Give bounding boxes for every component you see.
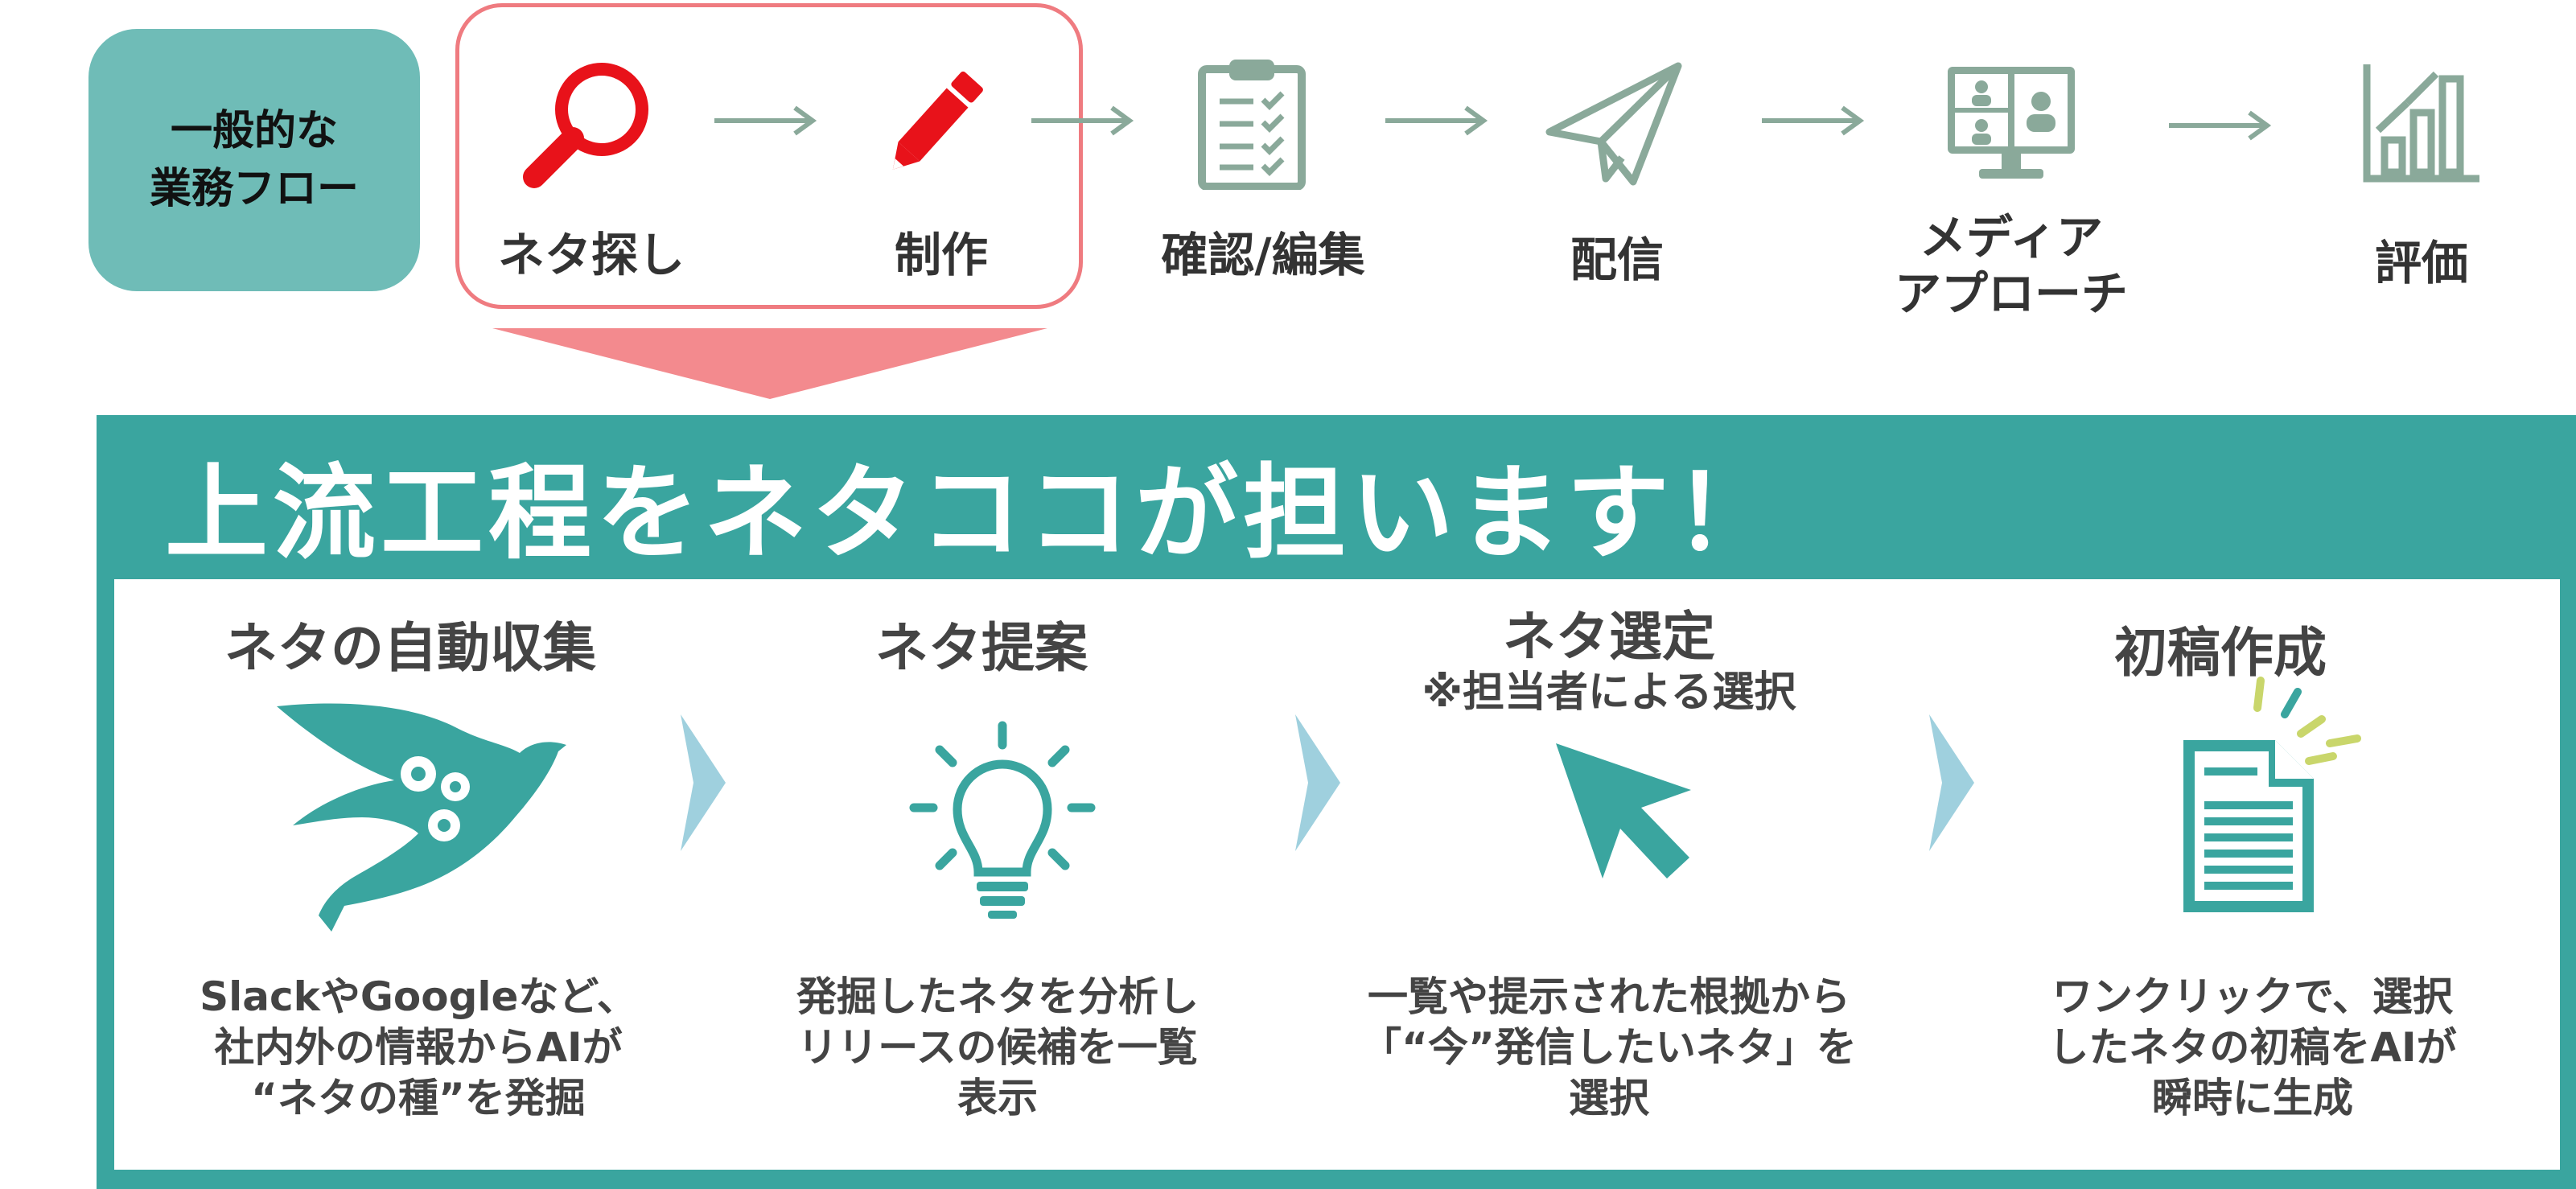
- panel-title: 上流工程をネタココが担います！: [165, 454, 1783, 574]
- feature-desc-draft-line1: ワンクリックで、選択: [2052, 973, 2453, 1020]
- chevron-right-icon: [1295, 714, 1340, 851]
- feature-subtitle-select: ※担当者による選択: [1422, 669, 1796, 717]
- feature-desc-propose-line1: 発掘したネタを分析し: [796, 973, 1199, 1020]
- cursor-arrow-icon: [1556, 743, 1691, 878]
- feature-desc-propose-line2: リリースの候補を一覧: [797, 1024, 1198, 1071]
- feature-desc-propose-line3: 表示: [957, 1075, 1038, 1121]
- step-label-haishin: 配信: [1570, 232, 1664, 287]
- feature-desc-propose: 発掘したネタを分析し リリースの候補を一覧 表示: [740, 972, 1255, 1124]
- feature-desc-select-line1: 一覧や提示された根拠から: [1368, 973, 1850, 1020]
- bar-chart-icon: [2363, 64, 2479, 183]
- bird-gears-icon: [277, 703, 566, 932]
- feature-desc-draft-line3: 瞬時に生成: [2152, 1075, 2353, 1121]
- feature-title-select: ネタ選定: [1503, 606, 1715, 668]
- highlight-pointer: [492, 328, 1047, 399]
- feature-desc-collect-line1: SlackやGoogleなど、: [200, 973, 637, 1020]
- feature-desc-select: 一覧や提示された根拠から 「“今”発信したいネタ」を 選択: [1327, 972, 1891, 1124]
- feature-title-draft: 初稿作成: [2114, 622, 2327, 684]
- step-label-approach: アプローチ: [1894, 266, 2128, 321]
- step-label-seisaku: 制作: [894, 228, 988, 282]
- badge-line1: 一般的な: [170, 107, 338, 155]
- feature-desc-select-line2: 「“今”発信したいネタ」を: [1361, 1024, 1857, 1071]
- magnifier-icon: [523, 63, 648, 188]
- chevron-right-icon: [1929, 714, 1974, 851]
- chevron-right-icon: [681, 714, 726, 851]
- feature-panel-body: [114, 579, 2560, 1170]
- lightbulb-icon: [909, 721, 1096, 919]
- flow-arrow-4: [1762, 105, 1865, 136]
- feature-desc-select-line3: 選択: [1569, 1075, 1649, 1121]
- paper-plane-icon: [1545, 62, 1682, 186]
- feature-title-collect: ネタの自動収集: [224, 617, 596, 679]
- workflow-badge: 一般的な 業務フロー: [88, 29, 420, 291]
- step-label-media: メディア: [1920, 210, 2103, 265]
- feature-desc-collect: SlackやGoogleなど、 社内外の情報からAIが “ネタの種”を発掘: [161, 972, 676, 1124]
- feature-desc-draft: ワンクリックで、選択 したネタの初稿をAIが 瞬時に生成: [1995, 972, 2510, 1124]
- feature-desc-collect-line3: “ネタの種”を発掘: [251, 1075, 586, 1121]
- document-sparkle-icon: [2183, 677, 2361, 912]
- flow-arrow-1: [714, 105, 817, 136]
- flow-arrow-5: [2169, 110, 2272, 141]
- step-label-kakunin-henshu: 確認/編集: [1161, 228, 1365, 282]
- feature-title-propose: ネタ提案: [875, 617, 1088, 679]
- feature-desc-draft-line2: したネタの初稿をAIが: [2048, 1024, 2457, 1071]
- highlight-box: [455, 3, 1083, 309]
- flow-arrow-3: [1385, 105, 1488, 136]
- step-label-neta-sagashi: ネタ探し: [497, 228, 685, 282]
- badge-line2: 業務フロー: [149, 165, 359, 213]
- pencil-icon: [892, 71, 983, 170]
- step-label-media-approach: メディア アプローチ: [1874, 209, 2148, 322]
- step-label-hyoka: 評価: [2374, 236, 2468, 290]
- clipboard-checklist-icon: [1198, 60, 1306, 190]
- video-conference-icon: [1948, 67, 2075, 179]
- flow-arrow-2: [1031, 105, 1134, 136]
- feature-desc-collect-line2: 社内外の情報からAIが: [214, 1024, 623, 1071]
